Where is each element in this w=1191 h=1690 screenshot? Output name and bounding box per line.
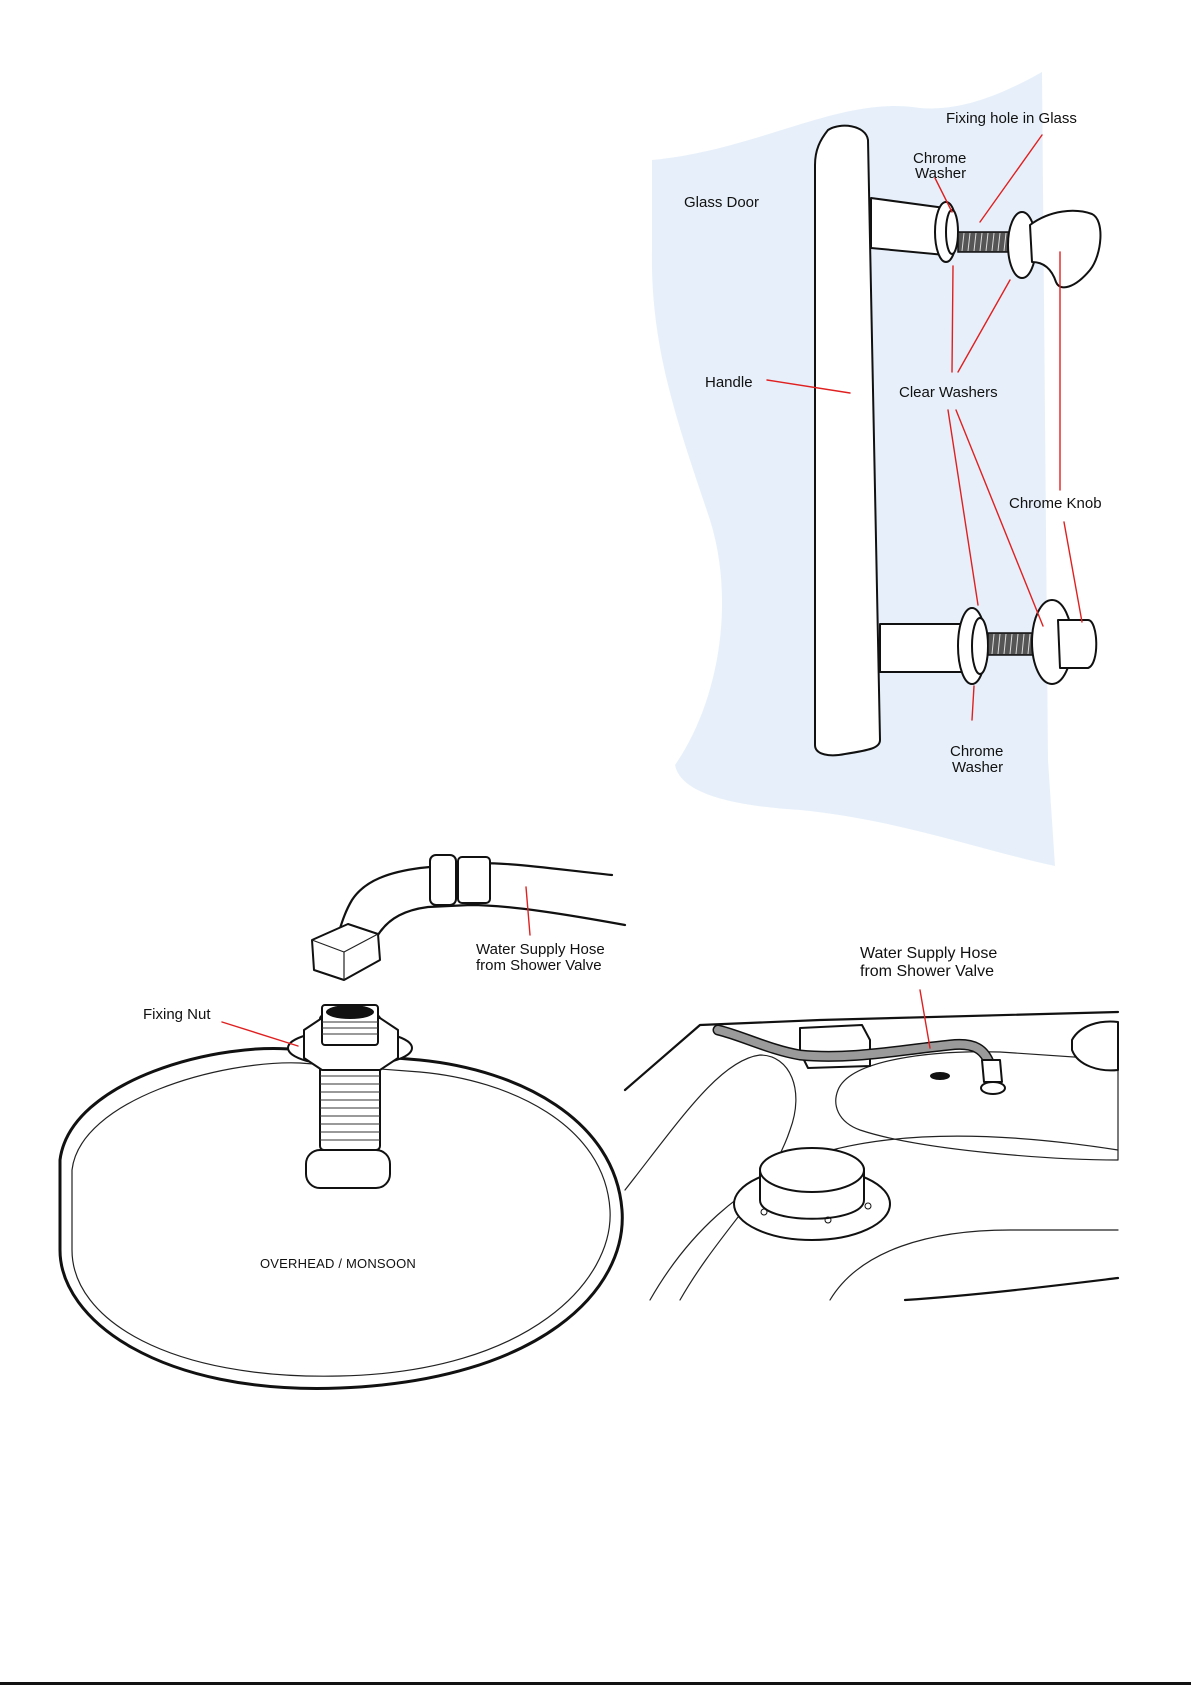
dome-hole	[930, 1072, 950, 1080]
hose-label-line1: Water Supply Hose	[476, 941, 605, 958]
handle-label: Handle	[705, 374, 753, 391]
top-chrome-washer-label-line2: Washer	[915, 165, 966, 182]
fixing-nut-leader	[222, 1022, 298, 1046]
hose-hex-nut	[312, 924, 380, 980]
ceiling-diagram: Water Supply Hose from Shower Valve	[625, 945, 1118, 1300]
bottom-standoff	[880, 624, 968, 672]
fixing-nut-label: Fixing Nut	[143, 1006, 211, 1023]
hose-label-line2: from Shower Valve	[476, 957, 602, 974]
bottom-chrome-washer-inner	[972, 618, 988, 674]
door-handle-diagram: Fixing hole in Glass Chrome Washer Glass…	[652, 72, 1102, 866]
flange-cap-top	[760, 1148, 864, 1192]
top-chrome-washer-inner	[946, 210, 958, 254]
top-thread-opening	[326, 1005, 374, 1019]
ceiling-hose-nut	[981, 1082, 1005, 1094]
overhead-label: OVERHEAD / MONSOON	[260, 1256, 416, 1271]
ceiling-lower-edge	[905, 1278, 1118, 1300]
glass-door-label: Glass Door	[684, 194, 759, 211]
ceiling-inner-edge-3	[830, 1230, 1118, 1300]
hose-coupling	[430, 855, 456, 905]
ceiling-hose-label-line2: from Shower Valve	[860, 963, 994, 980]
bottom-chrome-knob	[1058, 620, 1096, 668]
clear-washers-label: Clear Washers	[899, 384, 998, 401]
bottom-chrome-washer-label-line2: Washer	[952, 759, 1003, 776]
ceiling-hose-label-line1: Water Supply Hose	[860, 945, 997, 962]
shower-head-diagram: Water Supply Hose from Shower Valve Fixi…	[60, 855, 625, 1388]
fixing-hole-label: Fixing hole in Glass	[946, 110, 1077, 127]
edge-knob	[1072, 1022, 1118, 1071]
ceiling-hose-fitting	[982, 1060, 1002, 1082]
hose-coupling-sleeve	[458, 857, 490, 903]
chrome-knob-label: Chrome Knob	[1009, 495, 1102, 512]
bottom-chrome-washer-label-line1: Chrome	[950, 743, 1003, 760]
ceiling-hose-leader	[920, 990, 930, 1048]
hose-leader	[526, 887, 530, 935]
stem-base	[306, 1150, 390, 1188]
top-standoff	[871, 198, 945, 255]
